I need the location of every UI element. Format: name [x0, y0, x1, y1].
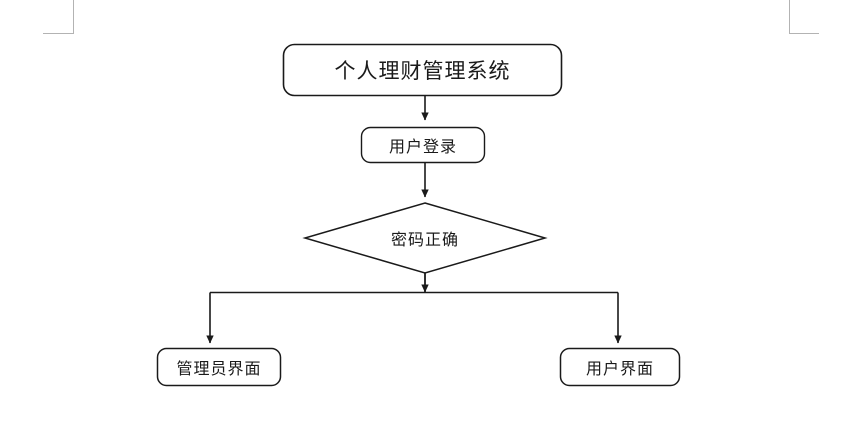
- node-system-title[interactable]: [282, 43, 563, 97]
- node-user-login-label: 用户登录: [388, 139, 457, 156]
- crop-mark-horizontal-rule: [43, 33, 73, 34]
- node-admin-interface[interactable]: [156, 347, 282, 387]
- crop-mark-vertical-rule: [789, 0, 790, 34]
- crop-mark-horizontal-rule: [789, 33, 819, 34]
- crop-mark-vertical-rule: [73, 0, 74, 34]
- node-user-login[interactable]: [360, 126, 486, 164]
- node-system-title-label: 个人理财管理系统: [334, 59, 511, 83]
- node-admin-interface-label: 管理员界面: [176, 361, 262, 378]
- node-user-interface[interactable]: [559, 347, 681, 387]
- node-user-interface-label: 用户界面: [585, 361, 654, 378]
- node-password-correct-decision-label: 密码正确: [390, 232, 459, 249]
